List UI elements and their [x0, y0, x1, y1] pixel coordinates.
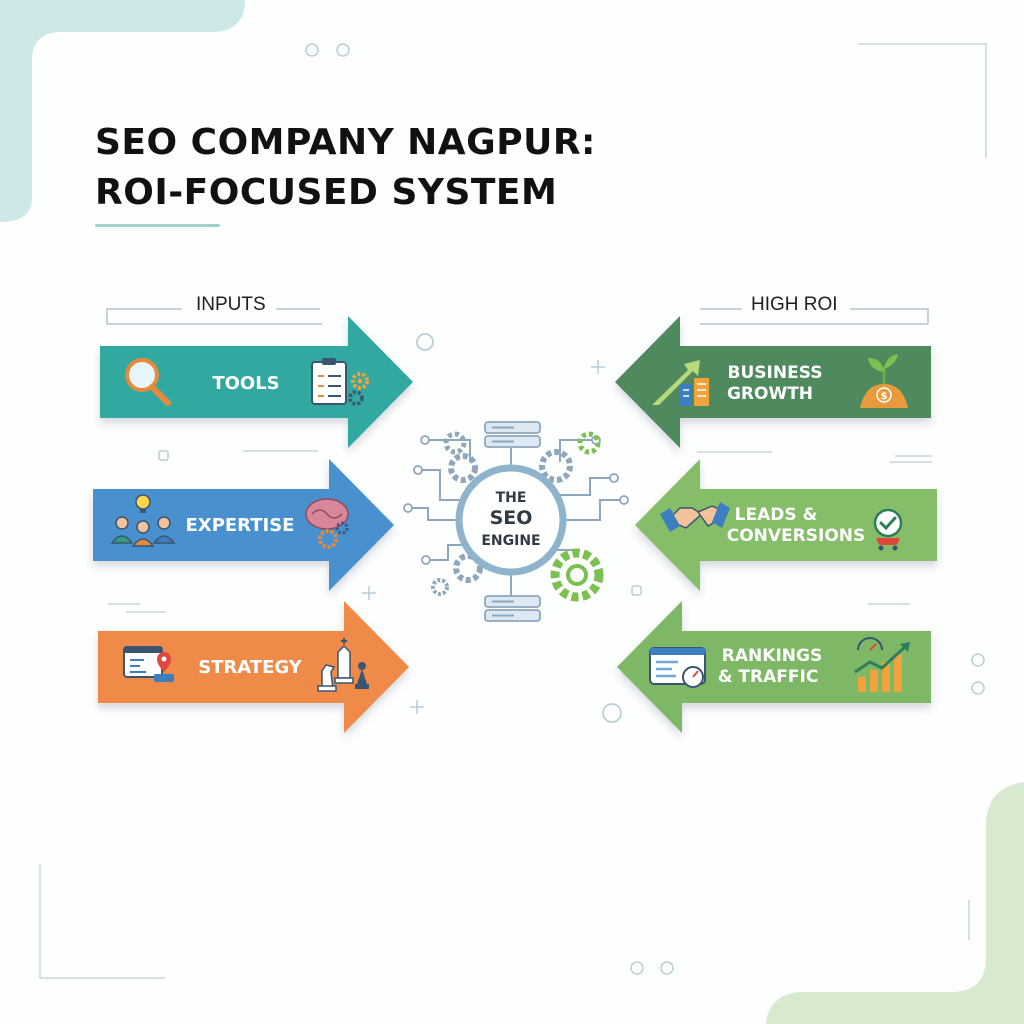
- dot-circle: [602, 703, 622, 723]
- dot-circle: [305, 43, 319, 57]
- brain-gears-icon: [305, 498, 349, 549]
- output-label-line-1: BUSINESS: [728, 363, 823, 383]
- dot-circle: [971, 681, 985, 695]
- output-arrow-business-growth: BUSINESS GROWTH $: [615, 316, 931, 448]
- plus-mark: [362, 586, 376, 600]
- team-lightbulb-icon: [110, 494, 176, 547]
- arrow-shape: [98, 601, 409, 733]
- frame-corner-top-right: [858, 43, 987, 158]
- frame-corner-bottom-left: [39, 865, 165, 979]
- dot-circle: [416, 333, 434, 351]
- output-label-line-2: GROWTH: [727, 384, 813, 404]
- engine-ring: [455, 464, 567, 576]
- dot-circle: [630, 961, 644, 975]
- checkmark-cart-icon: [873, 508, 903, 551]
- arrow-shape: [635, 459, 937, 591]
- corner-blob-bottom-right: [766, 782, 1024, 1024]
- dot-circle: [971, 653, 985, 667]
- inputs-bracket: [106, 308, 322, 325]
- input-label-strategy: STRATEGY: [198, 657, 303, 678]
- output-label-line-2: & TRAFFIC: [718, 667, 819, 687]
- output-arrow-leads-conversions: LEADS & CONVERSIONS: [635, 459, 937, 591]
- corner-blob-top-left: [0, 0, 245, 222]
- arrow-shape: [100, 316, 413, 448]
- plus-mark: [410, 700, 424, 714]
- map-pin-dashboard-icon: [123, 646, 174, 682]
- input-arrow-expertise: EXPERTISE: [93, 459, 394, 591]
- input-label-tools: TOOLS: [212, 373, 279, 394]
- outputs-label: HIGH ROI: [751, 294, 838, 315]
- label-brackets: [106, 308, 929, 325]
- magnifier-icon: [125, 358, 171, 406]
- server-rack-icon: [484, 421, 541, 622]
- input-arrow-tools: TOOLS: [100, 316, 413, 448]
- seo-engine-hub: THE SEO ENGINE: [403, 421, 629, 622]
- clipboard-checklist-icon: [311, 358, 347, 405]
- dot-circle: [336, 43, 350, 57]
- title-underline: [95, 224, 220, 227]
- handshake-icon: [660, 502, 730, 532]
- title-line-2: ROI-FOCUSED SYSTEM: [95, 172, 558, 213]
- chess-pieces-icon: [317, 638, 369, 692]
- input-arrow-strategy: STRATEGY: [98, 601, 409, 733]
- engine-label-line-2: SEO: [490, 507, 533, 529]
- engine-label-line-3: ENGINE: [481, 533, 540, 549]
- svg-text:$: $: [881, 391, 888, 402]
- plus-mark: [591, 360, 605, 374]
- money-plant-icon: $: [860, 354, 908, 408]
- dot-square: [158, 450, 169, 461]
- gears-icon: [431, 431, 604, 602]
- dot-circle: [660, 961, 674, 975]
- arrow-shape: [615, 316, 931, 448]
- browser-speedometer-icon: [649, 647, 706, 688]
- output-arrow-rankings-traffic: RANKINGS & TRAFFIC: [617, 601, 931, 733]
- output-label-line-1: LEADS &: [735, 505, 818, 525]
- input-label-expertise: EXPERTISE: [186, 515, 295, 536]
- outputs-bracket: [700, 308, 929, 325]
- bar-chart-growth-icon: [854, 637, 910, 692]
- arrow-shape: [93, 459, 394, 591]
- dot-square: [631, 585, 642, 596]
- output-label-line-2: CONVERSIONS: [727, 526, 866, 546]
- inputs-label: INPUTS: [196, 294, 266, 315]
- title-line-1: SEO COMPANY NAGPUR:: [95, 122, 596, 163]
- page-title: SEO COMPANY NAGPUR: ROI-FOCUSED SYSTEM: [95, 118, 596, 218]
- dash-lines: [108, 450, 932, 613]
- engine-label-line-1: THE: [496, 490, 527, 506]
- arrow-shape: [617, 601, 931, 733]
- output-label-line-1: RANKINGS: [722, 646, 822, 666]
- gears-icon: [348, 372, 369, 406]
- growth-arrow-buildings-icon: [652, 360, 709, 406]
